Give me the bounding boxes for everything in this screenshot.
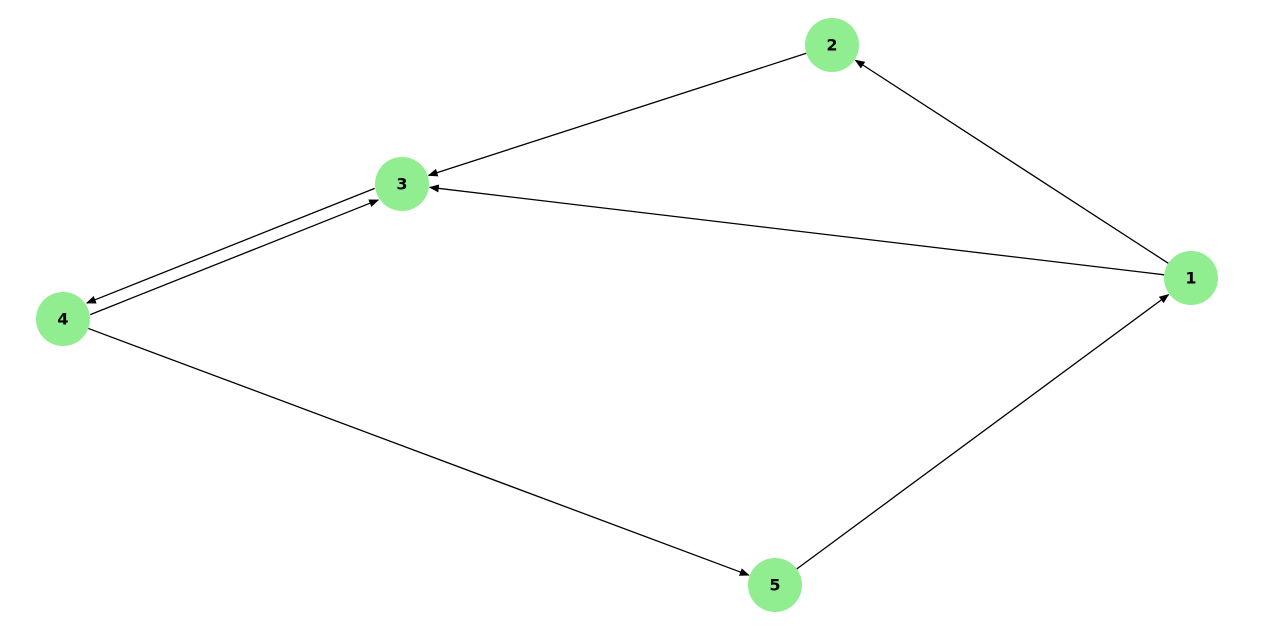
node-label: 1 bbox=[1185, 269, 1196, 288]
node-label: 4 bbox=[57, 310, 68, 329]
node-label: 2 bbox=[826, 36, 837, 55]
node-2: 2 bbox=[805, 18, 859, 72]
edge-4-to-5 bbox=[88, 327, 750, 576]
node-label: 5 bbox=[769, 576, 780, 595]
node-label: 3 bbox=[396, 175, 407, 194]
node-circle bbox=[36, 292, 90, 346]
edge-3-to-4 bbox=[85, 187, 375, 304]
node-circle bbox=[748, 558, 802, 612]
node-1: 1 bbox=[1164, 251, 1218, 305]
node-4: 4 bbox=[36, 292, 90, 346]
node-circle bbox=[805, 18, 859, 72]
node-3: 3 bbox=[375, 157, 429, 211]
node-5: 5 bbox=[748, 558, 802, 612]
edges-layer bbox=[85, 52, 1170, 576]
edge-2-to-3 bbox=[427, 52, 807, 177]
node-circle bbox=[1164, 251, 1218, 305]
edge-1-to-2 bbox=[854, 59, 1169, 264]
edge-4-to-3 bbox=[90, 199, 380, 316]
edge-1-to-3 bbox=[428, 184, 1165, 276]
nodes-layer: 1 2 3 4 5 bbox=[36, 18, 1218, 612]
edge-5-to-1 bbox=[796, 294, 1170, 570]
node-circle bbox=[375, 157, 429, 211]
